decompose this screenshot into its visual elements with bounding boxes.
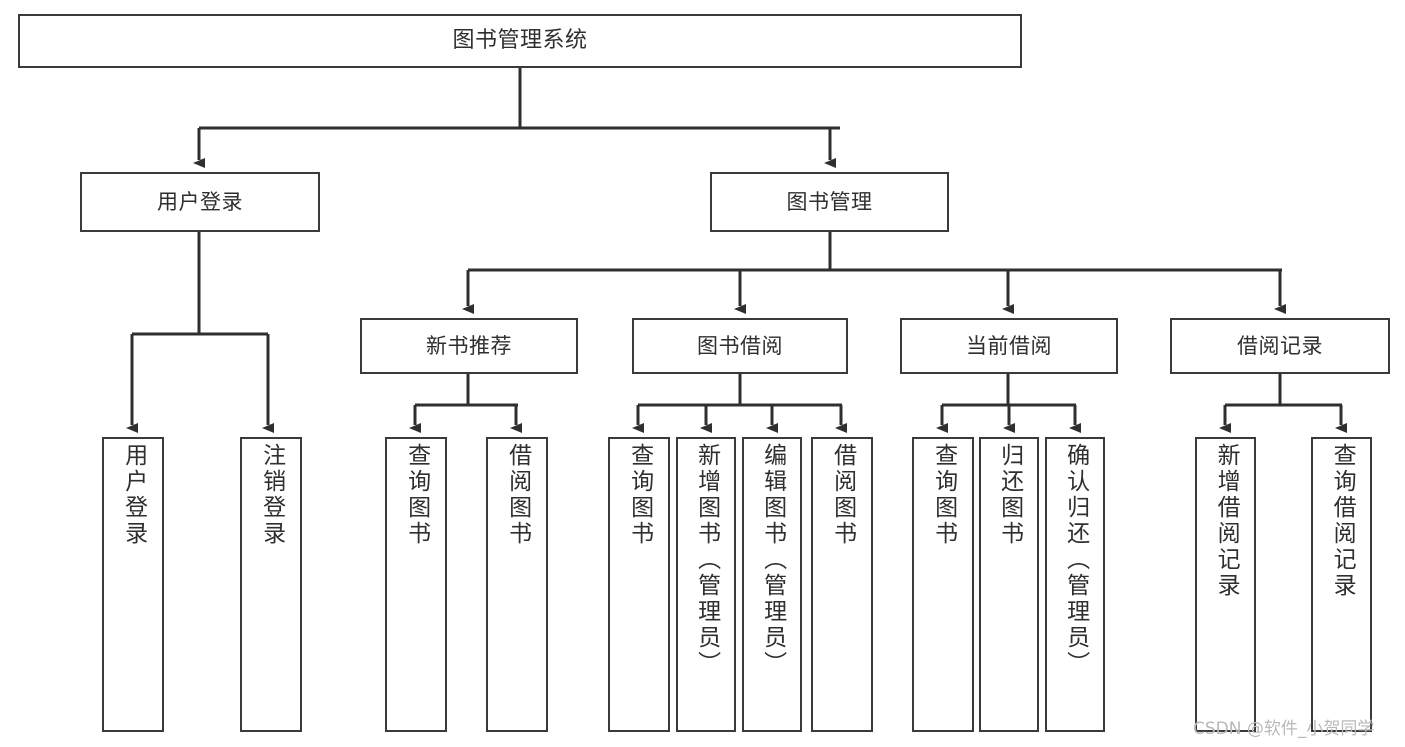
node-label: 新增借阅记录 <box>1213 443 1240 599</box>
node-leaf-query-book-1[interactable]: 查询图书 <box>385 437 447 732</box>
node-label: 注销登录 <box>258 443 285 547</box>
node-leaf-borrow-book-1[interactable]: 借阅图书 <box>486 437 548 732</box>
node-current-borrow[interactable]: 当前借阅 <box>900 318 1118 374</box>
node-new-book-recommend[interactable]: 新书推荐 <box>360 318 578 374</box>
node-leaf-query-book-2[interactable]: 查询图书 <box>608 437 670 732</box>
node-label: 编辑图书（管理员） <box>759 443 786 677</box>
csdn-watermark: CSDN @软件_小贺同学 <box>1193 719 1375 739</box>
node-leaf-user-login[interactable]: 用户登录 <box>102 437 164 732</box>
node-label: 确认归还（管理员） <box>1062 443 1089 677</box>
node-label: 借阅图书 <box>829 443 856 547</box>
node-book-borrow[interactable]: 图书借阅 <box>632 318 848 374</box>
node-label: 新书推荐 <box>426 333 512 358</box>
node-user-login[interactable]: 用户登录 <box>80 172 320 232</box>
node-leaf-query-record[interactable]: 查询借阅记录 <box>1311 437 1372 732</box>
node-book-management[interactable]: 图书管理 <box>710 172 949 232</box>
node-label: 图书管理系统 <box>452 28 588 54</box>
node-leaf-add-book[interactable]: 新增图书（管理员） <box>676 437 736 732</box>
node-label: 图书管理 <box>786 189 873 214</box>
node-leaf-edit-book[interactable]: 编辑图书（管理员） <box>742 437 802 732</box>
node-label: 借阅记录 <box>1237 333 1323 358</box>
node-label: 用户登录 <box>120 443 147 547</box>
node-borrow-record[interactable]: 借阅记录 <box>1170 318 1390 374</box>
node-leaf-return-book[interactable]: 归还图书 <box>979 437 1039 732</box>
node-label: 当前借阅 <box>966 333 1052 358</box>
node-label: 查询图书 <box>626 443 653 547</box>
node-label: 查询借阅记录 <box>1329 443 1356 599</box>
node-label: 用户登录 <box>157 189 243 214</box>
node-label: 借阅图书 <box>504 443 531 547</box>
node-leaf-borrow-book-2[interactable]: 借阅图书 <box>811 437 873 732</box>
node-label: 查询图书 <box>930 443 957 547</box>
node-root-book-management-system[interactable]: 图书管理系统 <box>18 14 1022 68</box>
node-leaf-confirm-return[interactable]: 确认归还（管理员） <box>1045 437 1105 732</box>
node-label: 查询图书 <box>403 443 430 547</box>
node-leaf-query-book-3[interactable]: 查询图书 <box>912 437 974 732</box>
node-leaf-add-record[interactable]: 新增借阅记录 <box>1195 437 1256 732</box>
node-leaf-logout-login[interactable]: 注销登录 <box>240 437 302 732</box>
node-label: 新增图书（管理员） <box>693 443 720 677</box>
node-label: 归还图书 <box>996 443 1023 547</box>
node-label: 图书借阅 <box>697 333 783 358</box>
